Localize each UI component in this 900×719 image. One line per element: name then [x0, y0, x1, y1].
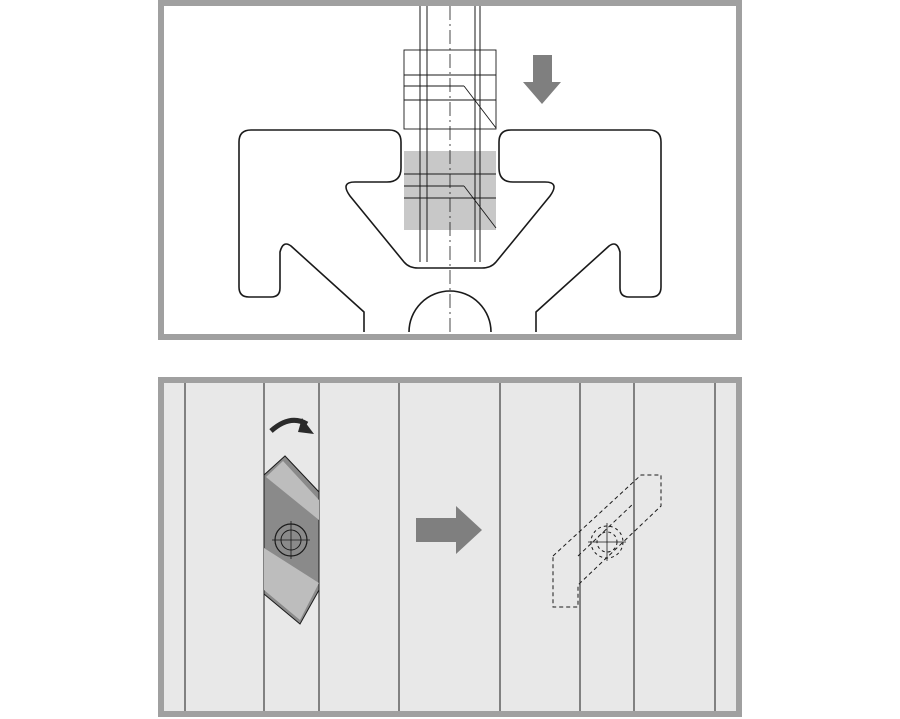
t-nut-locked-outline — [552, 474, 662, 608]
extrusion-center-bore — [408, 290, 492, 333]
t-nut-top-view — [263, 455, 320, 625]
rotate-clockwise-icon — [269, 417, 314, 434]
insert-view-panel — [158, 0, 742, 340]
rotate-view-panel — [158, 377, 742, 717]
t-nut-ghost-outline — [403, 49, 497, 130]
t-nut-side-view — [404, 173, 497, 229]
screw-shaft — [419, 6, 481, 262]
arrow-right-icon — [416, 506, 482, 554]
arrow-down-icon — [523, 55, 561, 104]
extrusion-profile — [238, 129, 662, 332]
rotate-view-frame — [158, 377, 742, 717]
